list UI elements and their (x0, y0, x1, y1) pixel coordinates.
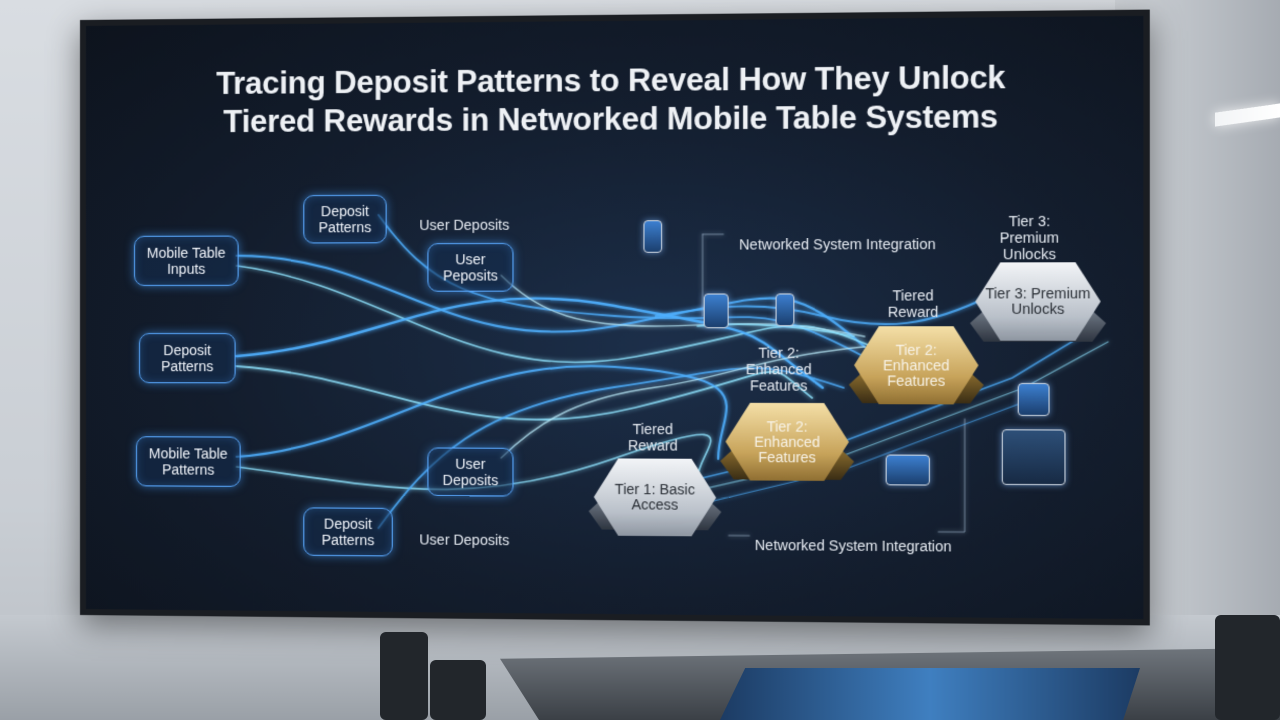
input-node-mobile-table-inputs: Mobile Table Inputs (134, 235, 239, 286)
dashboard-panel-icon (1001, 429, 1066, 486)
tier2-upper-platform: Tier 2: Enhanced Features (854, 326, 978, 404)
flow-line (501, 275, 864, 337)
input-node-user-peposits: User Peposits (427, 242, 514, 292)
label-tier3-floating: Tier 3: Premium Unlocks (999, 212, 1060, 263)
display-screen: Tracing Deposit Patterns to Reveal How T… (80, 9, 1150, 626)
page-title: Tracing Deposit Patterns to Reveal How T… (86, 57, 1143, 142)
tier1-platform: Tier 1: Basic Access (594, 458, 716, 536)
label-networked-system-top: Networked System Integration (739, 235, 936, 253)
label-user-deposits-top: User Deposits (419, 216, 510, 234)
circuit-line (938, 419, 964, 532)
input-node-deposit-patterns-top: Deposit Patterns (303, 194, 387, 244)
tablet-icon (1017, 382, 1050, 417)
label-tier2-floating: Tier 2: Enhanced Features (745, 344, 812, 394)
chair (1215, 615, 1280, 720)
input-node-deposit-patterns-mid: Deposit Patterns (139, 333, 236, 384)
chair (430, 660, 486, 720)
input-node-user-deposits: User Deposits (427, 447, 514, 497)
table-screen (720, 668, 1140, 720)
flow-line (237, 298, 823, 388)
tier3-platform: Tier 3: Premium Unlocks (975, 262, 1100, 341)
label-tiered-reward-mid: Tiered Reward (887, 287, 939, 321)
smartphone-icon (775, 293, 795, 327)
flow-line (237, 254, 865, 346)
title-line-2: Tiered Rewards in Networked Mobile Table… (223, 98, 998, 140)
label-user-deposits-bottom: User Deposits (419, 531, 510, 549)
smartphone-icon (643, 220, 663, 253)
label-tiered-reward-left: Tiered Reward (627, 420, 678, 454)
laptop-icon (885, 454, 930, 486)
tablet-icon (703, 293, 729, 329)
chair (380, 632, 428, 720)
input-node-mobile-table-patterns: Mobile Table Patterns (136, 436, 241, 487)
input-node-deposit-patterns-bottom: Deposit Patterns (303, 507, 393, 557)
label-networked-system-bottom: Networked System Integration (754, 536, 952, 555)
tier2-lower-platform: Tier 2: Enhanced Features (725, 403, 848, 481)
